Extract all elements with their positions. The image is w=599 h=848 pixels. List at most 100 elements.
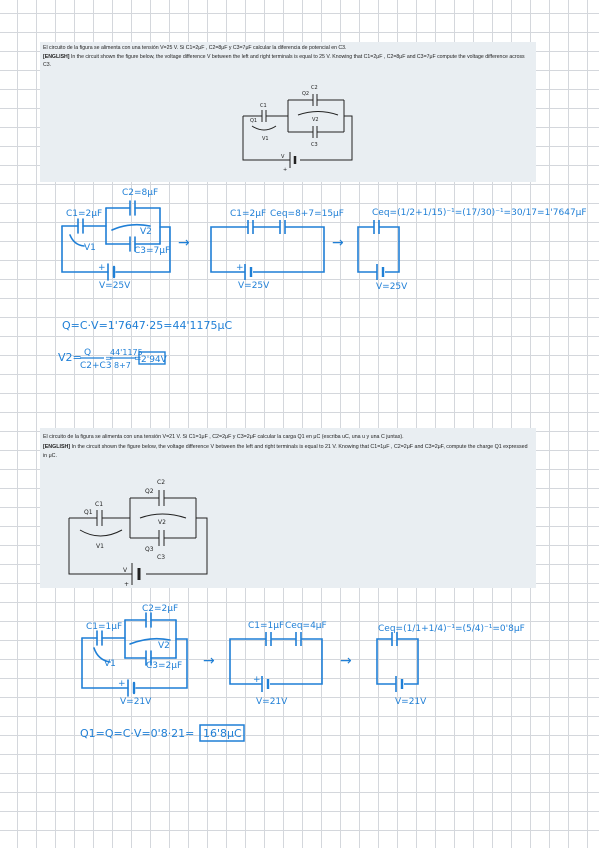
label-plus: + <box>98 263 106 273</box>
label-c3: C3 <box>311 142 318 148</box>
problem-2-english-text: In the circuit shown the figure below, t… <box>43 444 528 459</box>
label-v1: V1 <box>262 136 269 142</box>
problem-2-spanish: El circuito de la figura se alimenta con… <box>43 434 404 440</box>
label-c2-value: C2=2μF <box>142 604 178 614</box>
label-voltage: V=25V <box>376 282 408 292</box>
label-v1: V1 <box>84 243 96 253</box>
v2-frac2-den: 8+7 <box>114 361 131 370</box>
label-plus: + <box>118 679 126 689</box>
solution-1-step-3-labels: Ceq=(1/2+1/15)⁻¹=(17/30)⁻¹=30/17=1'7647μ… <box>372 208 587 292</box>
label-voltage: V=21V <box>395 697 427 707</box>
v2-arrow <box>129 637 171 645</box>
label-plus: + <box>236 263 244 273</box>
label-c2: C2 <box>311 85 318 91</box>
label-plus: + <box>283 167 287 173</box>
label-c3: C3 <box>157 554 165 561</box>
label-ceq-formula: Ceq=(1/1+1/4)⁻¹=(5/4)⁻¹=0'8μF <box>378 624 525 634</box>
solution-1: C2=8μF C1=2μF C3=7μF V1 V2 V=25V + → C1=… <box>58 188 587 371</box>
label-voltage: V=21V <box>256 697 288 707</box>
label-v1: V1 <box>96 543 104 550</box>
arrow-step-2: → <box>340 653 352 669</box>
problem-2-circuit <box>68 490 208 585</box>
wire <box>68 518 132 575</box>
v1-arrow <box>79 529 123 537</box>
label-v2: V2 <box>158 641 170 651</box>
label-ceq-value: Ceq=8+7=15μF <box>270 209 344 219</box>
wire <box>376 638 396 685</box>
label-voltage: V=25V <box>99 281 131 291</box>
solution-1-step-1-labels: C2=8μF C1=2μF C3=7μF V1 V2 V=25V + <box>66 188 170 291</box>
english-label: [ENGLISH] <box>43 444 71 450</box>
result-box <box>199 724 245 742</box>
charge-equation: Q1=Q=C·V=0'8·21= <box>80 727 194 740</box>
problem-2-box: El circuito de la figura se alimenta con… <box>40 428 536 588</box>
v2-frac-num: Q <box>84 348 91 358</box>
label-q2: Q2 <box>145 488 154 495</box>
problem-2-english: [ENGLISH] In the circuit shown the figur… <box>43 443 533 461</box>
v1-arrow <box>69 234 85 247</box>
label-ceq-value: Ceq=4μF <box>285 621 327 631</box>
solution-2: C2=2μF C1=1μF C3=2μF V1 V2 V=21V + → C1=… <box>80 604 525 742</box>
label-v: V <box>123 567 128 574</box>
wire <box>146 517 208 575</box>
v1-arrow <box>93 647 111 663</box>
label-v2: V2 <box>158 519 166 526</box>
charge-result: 16'8μC <box>203 727 242 740</box>
voltage-v2-equation: V2= Q C2+C3 = 44'1175 8+7 = 2'94V <box>58 348 168 371</box>
label-v: V <box>281 154 285 160</box>
problem-1-english: [ENGLISH] In the circuit shown the figur… <box>43 53 533 69</box>
problem-1-text: El circuito de la figura se alimenta con… <box>43 44 533 70</box>
label-voltage: V=25V <box>238 281 270 291</box>
label-q1: Q1 <box>250 118 257 124</box>
wire <box>61 225 109 273</box>
problem-2-text: El circuito de la figura se alimenta con… <box>43 433 533 462</box>
label-plus: + <box>253 675 261 685</box>
wire <box>81 637 129 689</box>
equals-sign: = <box>105 354 113 364</box>
solution-2-step-1-circuit <box>81 612 188 697</box>
solution-2-step-1-labels: C2=2μF C1=1μF C3=2μF V1 V2 V=21V + <box>86 604 182 707</box>
problem-1-box: El circuito de la figura se alimenta con… <box>40 42 536 182</box>
wire <box>210 226 248 273</box>
english-label: [ENGLISH] <box>43 54 70 60</box>
arrow-step-1: → <box>203 653 215 669</box>
v2-frac-den: C2+C3 <box>80 361 112 371</box>
problem-1-circuit <box>242 94 353 168</box>
label-v2: V2 <box>140 227 152 237</box>
v2-arrow <box>297 111 339 116</box>
solution-2-step-2-circuit <box>229 632 323 692</box>
label-q1: Q1 <box>84 509 93 516</box>
label-c2: C2 <box>157 479 165 486</box>
label-ceq-formula: Ceq=(1/2+1/15)⁻¹=(17/30)⁻¹=30/17=1'7647μ… <box>372 208 587 218</box>
solution-1-step-2-circuit <box>210 220 325 280</box>
wire <box>379 226 400 273</box>
v2-arrow <box>111 223 151 231</box>
arrow-step-1: → <box>178 235 190 251</box>
label-c1: C1 <box>260 103 267 109</box>
wire <box>253 226 325 273</box>
label-q3: Q3 <box>145 546 154 553</box>
solution-1-step-3-circuit <box>357 220 400 280</box>
v2-arrow <box>139 513 187 519</box>
label-c2-value: C2=8μF <box>122 188 158 198</box>
label-c1-value: C1=2μF <box>230 209 266 219</box>
wire <box>397 638 419 685</box>
solution-2-step-2-labels: C1=1μF Ceq=4μF V=21V + <box>248 621 327 707</box>
wire <box>135 638 188 689</box>
label-c1-value: C1=2μF <box>66 209 102 219</box>
solution-2-step-3-labels: Ceq=(1/1+1/4)⁻¹=(5/4)⁻¹=0'8μF V=21V <box>378 624 525 707</box>
solution-2-step-3-circuit <box>376 632 419 692</box>
arrow-step-2: → <box>332 235 344 251</box>
label-v1: V1 <box>104 659 116 669</box>
charge-equation: Q=C·V=1'7647·25=44'1175μC <box>62 319 233 332</box>
label-c3-value: C3=2μF <box>146 661 182 671</box>
problem-1-circuit-labels: C1 Q1 C2 Q2 C3 V1 V2 V + <box>250 85 319 173</box>
label-voltage: V=21V <box>120 697 152 707</box>
wire <box>270 638 323 685</box>
wire <box>115 226 171 273</box>
label-v2: V2 <box>312 117 319 123</box>
problem-1-spanish: El circuito de la figura se alimenta con… <box>43 45 347 51</box>
wire <box>357 226 377 273</box>
v1-arrow <box>251 125 277 131</box>
wire <box>229 638 266 685</box>
